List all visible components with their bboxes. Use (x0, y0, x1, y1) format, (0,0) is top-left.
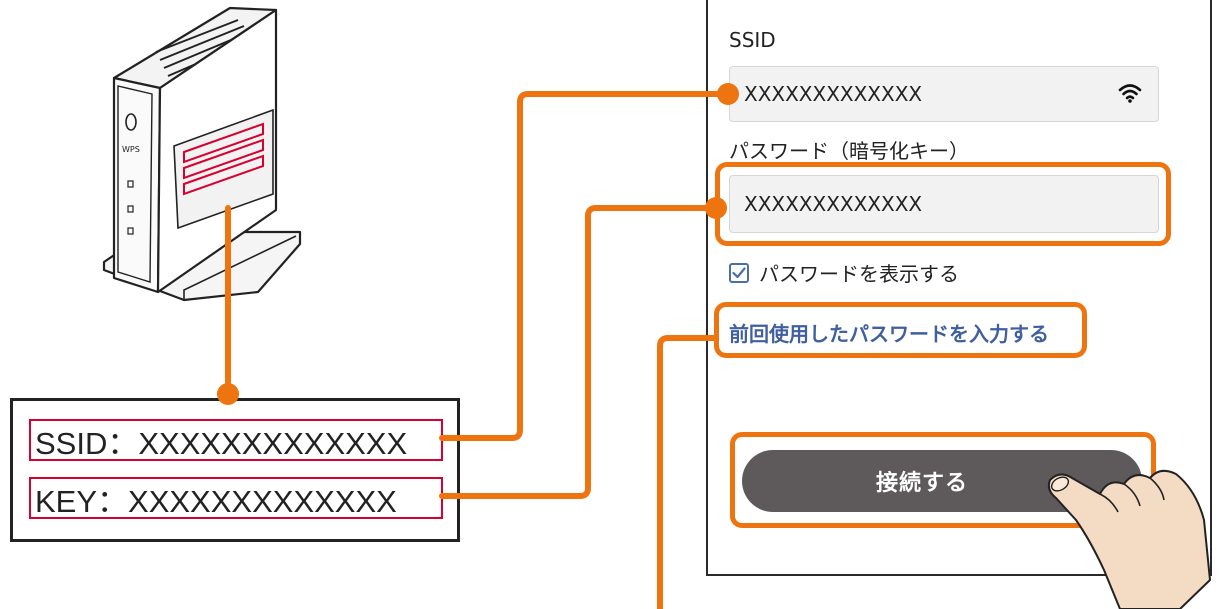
router-illustration: WPS (102, 6, 302, 302)
router-callout-dot (217, 383, 239, 405)
callout-lines (225, 91, 731, 609)
password-field[interactable]: XXXXXXXXXXXXX (729, 175, 1159, 233)
ssid-value: XXXXXXXXXXXXX (744, 82, 923, 106)
password-callout-dot (705, 197, 727, 219)
show-password-checkbox[interactable] (729, 262, 749, 283)
previous-password-highlight (714, 302, 1087, 358)
previous-password-link[interactable]: 前回使用したパスワードを入力する (729, 322, 1049, 346)
checkmark-icon (732, 266, 746, 278)
key-callout-line (439, 205, 719, 499)
tapping-hand-icon (1047, 469, 1211, 609)
previous-password-callout-line (657, 335, 717, 609)
password-label: パスワード（暗号化キー） (729, 139, 969, 163)
ssid-callout-line (439, 91, 731, 441)
show-password-label: パスワードを表示する (759, 262, 959, 286)
sticker-key-line: KEY：XXXXXXXXXXXXX (29, 477, 443, 519)
sticker-ssid-line: SSID：XXXXXXXXXXXXX (29, 419, 443, 461)
connect-button-label: 接続する (875, 471, 968, 496)
wifi-icon (1118, 82, 1142, 109)
ssid-label: SSID (729, 28, 776, 52)
show-password-row[interactable]: パスワードを表示する (729, 258, 959, 287)
password-value: XXXXXXXXXXXXX (744, 192, 923, 216)
ssid-callout-dot (717, 83, 739, 105)
wps-label: WPS (122, 145, 140, 154)
